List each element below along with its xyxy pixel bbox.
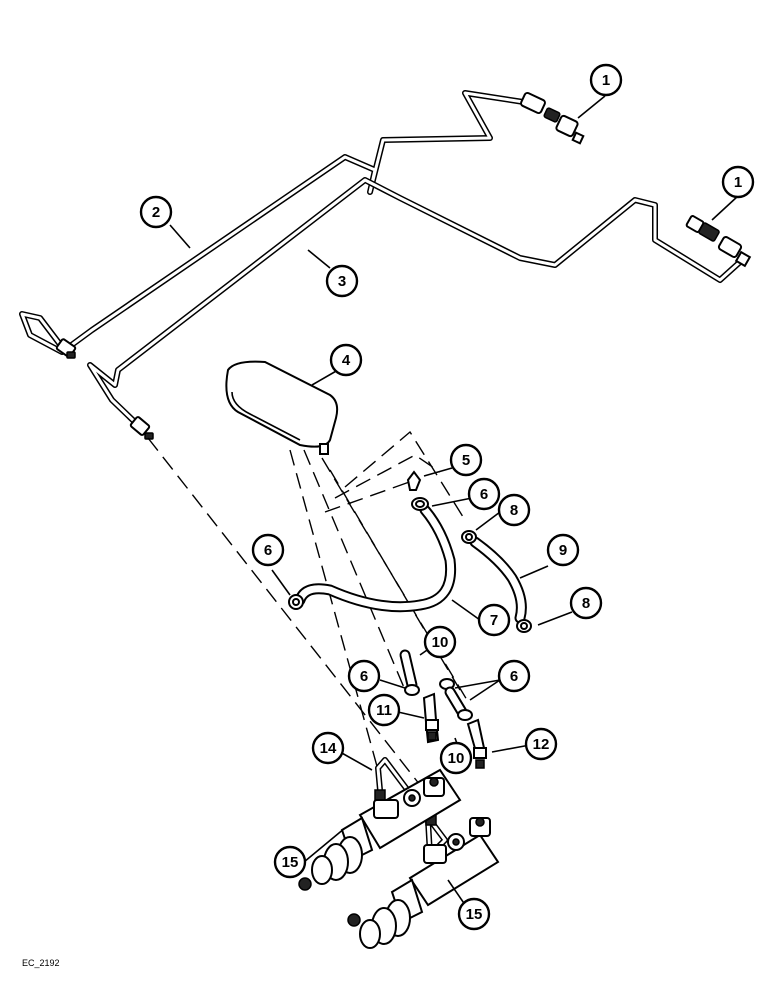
svg-text:15: 15 bbox=[282, 854, 299, 871]
hose-clip-6-left bbox=[288, 594, 304, 610]
master-cylinder-15-upper bbox=[298, 768, 462, 891]
fluid-reservoir-4 bbox=[225, 360, 339, 455]
callout-10-bottom: 10 bbox=[439, 741, 473, 775]
svg-text:9: 9 bbox=[559, 542, 567, 559]
brake-pipe-2 bbox=[19, 90, 533, 355]
callout-10-top: 10 bbox=[423, 625, 457, 659]
callout-8-bottom: 8 bbox=[569, 586, 603, 620]
svg-text:1: 1 bbox=[734, 174, 742, 191]
brake-pipe-3 bbox=[87, 177, 743, 428]
svg-text:15: 15 bbox=[466, 906, 483, 923]
callout-5: 5 bbox=[449, 443, 483, 477]
svg-text:4: 4 bbox=[342, 352, 351, 369]
fitting-1-right bbox=[685, 215, 752, 268]
callout-6-left: 6 bbox=[251, 533, 285, 567]
callout-4: 4 bbox=[329, 343, 363, 377]
svg-text:10: 10 bbox=[432, 634, 449, 651]
callout-6-top: 6 bbox=[467, 477, 501, 511]
callout-15-upper: 15 bbox=[273, 845, 307, 879]
svg-text:2: 2 bbox=[152, 204, 160, 221]
master-cylinder-15-lower bbox=[347, 817, 500, 949]
callout-6-right: 6 bbox=[497, 659, 531, 693]
alignment-lines bbox=[147, 430, 471, 786]
short-hose-10-left bbox=[399, 649, 420, 696]
svg-text:14: 14 bbox=[320, 740, 337, 757]
figure-code: EC_2192 bbox=[22, 958, 60, 968]
callout-1-right: 1 bbox=[721, 165, 755, 199]
svg-text:8: 8 bbox=[510, 502, 518, 519]
callout-7: 7 bbox=[477, 603, 511, 637]
svg-text:6: 6 bbox=[264, 542, 272, 559]
svg-text:8: 8 bbox=[582, 595, 590, 612]
hose-clip-6-top bbox=[411, 497, 429, 511]
svg-text:11: 11 bbox=[376, 702, 392, 719]
connector-11 bbox=[422, 692, 440, 744]
callout-2: 2 bbox=[139, 195, 173, 229]
callout-3: 3 bbox=[325, 264, 359, 298]
callout-9: 9 bbox=[546, 533, 580, 567]
pipe-2-end-fitting bbox=[55, 338, 77, 359]
callout-1-upper: 1 bbox=[589, 63, 623, 97]
svg-text:7: 7 bbox=[490, 612, 498, 629]
callout-8-top: 8 bbox=[497, 493, 531, 527]
svg-text:6: 6 bbox=[360, 668, 368, 685]
svg-text:5: 5 bbox=[462, 452, 470, 469]
callout-14: 14 bbox=[311, 731, 345, 765]
fitting-5 bbox=[406, 470, 422, 491]
connector-12 bbox=[466, 718, 487, 769]
hose-clip-8-top bbox=[461, 530, 477, 544]
callout-6-middle: 6 bbox=[347, 659, 381, 693]
svg-text:3: 3 bbox=[338, 273, 346, 290]
callout-12: 12 bbox=[524, 727, 558, 761]
svg-text:6: 6 bbox=[480, 486, 488, 503]
svg-text:12: 12 bbox=[533, 736, 550, 753]
svg-text:6: 6 bbox=[510, 668, 518, 685]
fitting-1-upper bbox=[520, 91, 585, 145]
short-hose-10-right bbox=[439, 678, 473, 721]
hose-9 bbox=[469, 536, 527, 624]
hose-clip-8-bottom bbox=[516, 619, 532, 633]
callout-11: 11 bbox=[367, 693, 401, 727]
hose-7 bbox=[294, 504, 457, 613]
callout-15-lower: 15 bbox=[457, 897, 491, 931]
svg-text:1: 1 bbox=[602, 72, 610, 89]
svg-text:10: 10 bbox=[448, 750, 465, 767]
